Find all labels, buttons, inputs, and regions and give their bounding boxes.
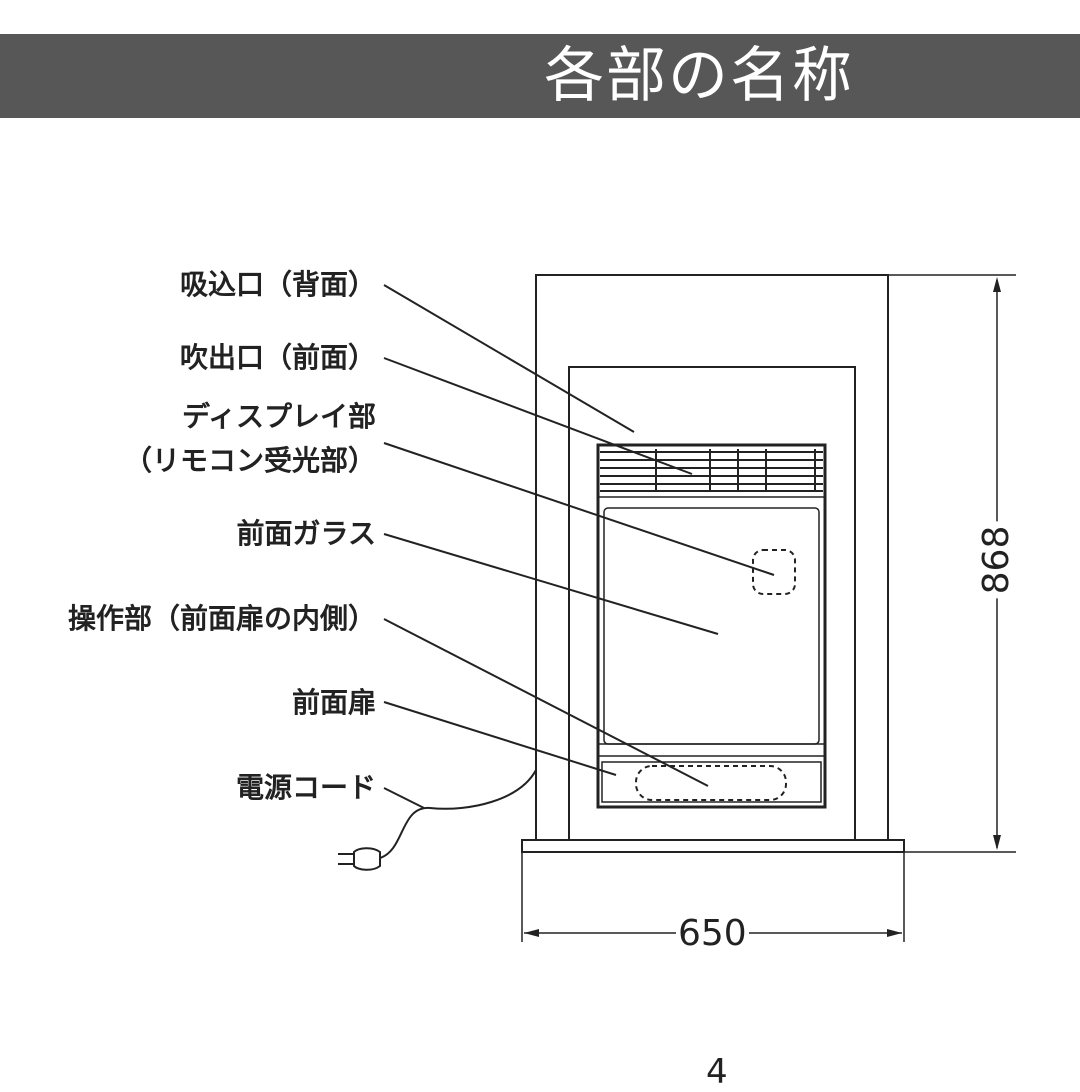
power-cord [379,769,537,859]
label-outlet: 吹出口（前面） [179,341,376,374]
leader-display [383,442,775,576]
leader-glass [383,533,719,635]
outlet-grille [600,449,823,492]
front-glass [603,507,820,745]
label-cord: 電源コード [235,771,376,804]
page-title: 各部の名称 [544,41,854,111]
label-door: 前面扉 [291,686,376,719]
label-glass: 前面ガラス [236,517,376,550]
leader-door [383,701,617,776]
label-display-line2: （リモコン受光部） [123,444,376,477]
label-controls: 操作部（前面扉の内側） [67,602,376,635]
page-number: 4 [706,1052,728,1092]
leader-outlet [383,357,693,475]
mantel-inner-frame [568,366,856,841]
leader-controls [383,618,709,787]
label-display-line1: ディスプレイ部 [181,400,376,433]
heater-unit [596,443,827,809]
controls-area [635,765,787,801]
title-bar [0,34,1080,118]
leader-intake [383,284,635,433]
leader-cord [383,787,425,809]
control-panel [601,761,822,803]
width-dimension [521,852,905,942]
label-intake: 吸込口（背面） [179,268,376,301]
display-area [752,549,796,595]
plug-icon [338,847,381,871]
dimension-width: 650 [676,912,749,956]
mantel-base [521,839,905,853]
dimension-height: 868 [976,521,1017,599]
